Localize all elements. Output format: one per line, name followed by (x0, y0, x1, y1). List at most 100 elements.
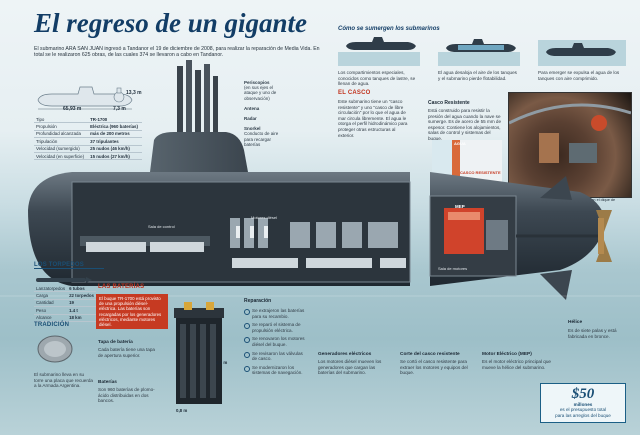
spec-label: Tripulación (34, 137, 89, 146)
bottom-column-text: Los motores diésel mueven los generadore… (318, 359, 382, 376)
baterias-label: Baterías (98, 380, 117, 385)
bottom-column: Corte del casco resistente Se cortó el ca… (400, 352, 472, 376)
reparacion-item: Se revisaron las válvulas de casco. (244, 351, 308, 362)
reparacion-item: Se modernizaron los sistemas de navegaci… (244, 365, 308, 376)
helice-text: Es de siete palas y está fabricada en br… (568, 328, 617, 339)
baterias-text: El buque TR-1700 está provisto de una pr… (96, 294, 168, 330)
mast-callout: Periscopios(en sus ejes el ataque y uno … (244, 80, 284, 101)
bullet-icon (244, 351, 250, 358)
casco-text: Este submarino tiene un "casco resistent… (338, 99, 408, 138)
bullet-icon (244, 309, 250, 315)
reparacion-item: Se renovaron los motores diésel del buqu… (244, 336, 308, 347)
masts (177, 60, 218, 136)
tradicion-text: El submarino lleva en su torre una placa… (34, 372, 93, 389)
label-control-room: Sala de control (148, 224, 175, 229)
spec-label: Profundidad alcanzada (34, 130, 89, 139)
helice-title: Hélice (568, 320, 583, 325)
mast-callout-desc: Conducto de aire para recargar baterías (244, 131, 279, 147)
bottom-column-text: Es el motor eléctrico principal que muev… (482, 359, 551, 370)
budget-amount: $50 (571, 386, 595, 402)
spec-value: TR-1700 (88, 116, 142, 124)
sub-silhouette-small (37, 86, 133, 110)
casco-resistente-title: Casco Resistente (428, 100, 470, 106)
torpedo-value: 19 (67, 299, 96, 308)
mast-callout-label: Antena (244, 105, 260, 111)
bottom-column-title: Corte del casco resistente (400, 352, 460, 357)
torpedos-section: LOS TORPEDOS (34, 262, 104, 269)
bottom-column-title: Generadores eléctricos (318, 352, 372, 357)
dim-beam: 7,3 m (113, 106, 126, 112)
label-agua: AGUA (454, 141, 466, 146)
reparacion-title: Reparación (244, 298, 272, 304)
mast-callout-label: Snorkel (244, 126, 261, 132)
reparacion-item-text: Se extrajeron las baterías para su recam… (252, 308, 305, 319)
dive-title: Cómo se sumergen los submarinos (338, 26, 440, 32)
commemorative-plaque (37, 335, 73, 363)
spec-value: más de 200 metros (88, 130, 142, 139)
repair-photo (508, 92, 632, 198)
budget-text-2: para las arreglos del buque (555, 412, 611, 418)
bullet-icon (244, 337, 250, 344)
spec-label: Propulsión (34, 122, 89, 131)
budget-text-1: es el presupuesto total (559, 407, 607, 413)
reparacion-item-text: Se revisaron las válvulas de casco. (252, 350, 303, 362)
spec-value: 37 tripulantes (88, 137, 142, 146)
baterias-box-text: Son 960 baterías de plomo-ácido distribu… (98, 387, 155, 404)
mast-callouts: Periscopios(en sus ejes el ataque y uno … (244, 80, 284, 152)
label-mep: MEP (455, 204, 465, 209)
casco-resistente-text: Está construido para resistir la presión… (428, 108, 502, 141)
spec-row: Velocidad (en superficie)15 nudos (27 km… (34, 152, 142, 161)
label-diesel: Motores diésel (251, 215, 278, 220)
torpedo-value: 6 tubos (67, 285, 96, 293)
bottom-column: Motor Eléctrico (MEP) Es el motor eléctri… (482, 352, 554, 376)
reparacion-list: Se extrajeron las baterías para su recam… (244, 308, 308, 379)
torpedo-value: 18 km (67, 314, 96, 322)
torpedo-label: Carga (34, 291, 68, 300)
bullet-icon (244, 365, 250, 372)
spec-value: 15 nudos (27 km/h) (88, 152, 142, 161)
budget-box: $50 millones es el presupuesto total par… (540, 383, 626, 423)
torpedo-value: 1.4 t (67, 306, 96, 315)
dive-step-2: El agua desaloja el aire de los tanques … (438, 70, 517, 81)
budget-unit: millones (573, 402, 593, 407)
battery-illustration (174, 302, 224, 404)
spec-value: Eléctrica (960 baterías) (88, 122, 142, 131)
spec-label: Velocidad (en superficie) (34, 152, 89, 161)
main-submarine (0, 60, 640, 300)
label-casco-resistente: CASCO RESISTENTE (460, 170, 501, 175)
torpedo-icon (36, 277, 92, 283)
dim-height: 13,3 m (126, 90, 142, 96)
battery-height: 2,5 m (216, 360, 228, 365)
torpedo-label: Peso (34, 306, 68, 315)
reparacion-item: Se extrajeron las baterías para su recam… (244, 308, 308, 319)
torpedo-label: Cantidad (34, 299, 68, 308)
mast-callout-desc: (en sus ejes el ataque y uno de observac… (244, 85, 277, 101)
torpedo-label: Lanzatorpedos (34, 285, 68, 293)
tapa-label: Tapa de batería (98, 340, 133, 345)
dive-diagram (338, 37, 626, 66)
intro-text: El submarino ARA SAN JUAN ingresó a Tand… (34, 46, 320, 59)
reparacion-item-text: Se renovaron los motores diésel del buqu… (252, 336, 305, 347)
bullet-icon (244, 323, 250, 330)
mast-callout: Antena (244, 106, 284, 111)
tradicion-title: TRADICIÓN (34, 322, 70, 328)
dive-step-3: Para emerger se expulsa el agua de los t… (538, 70, 620, 81)
reparacion-item: Se reparó el sistema de propulsión eléct… (244, 322, 308, 333)
bottom-column-title: Motor Eléctrico (MEP) (482, 352, 532, 357)
bottom-column-text: Se cortó el casco resistente para extrae… (400, 359, 468, 376)
